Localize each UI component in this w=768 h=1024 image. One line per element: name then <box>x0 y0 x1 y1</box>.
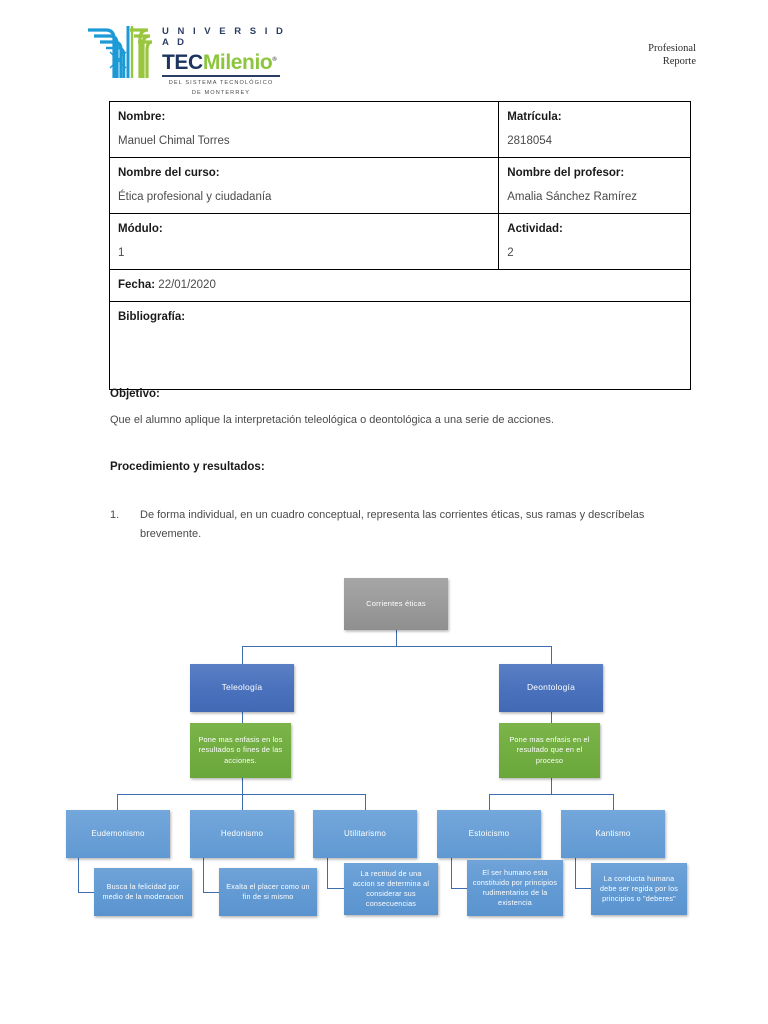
cell-nombre: Nombre: Manuel Chimal Torres <box>108 101 500 158</box>
cell-matricula: Matrícula: 2818054 <box>498 101 691 158</box>
objetivo-title: Objetivo: <box>110 388 160 400</box>
node-desc-teleologia[interactable]: Pone mas enfasis en los resultados o fin… <box>190 723 291 778</box>
logo-tecmilenio-text: TECMilenio® <box>162 49 292 74</box>
value-curso: Ética profesional y ciudadanía <box>118 191 272 203</box>
connector-desc-1-h <box>78 892 94 893</box>
objetivo-section: Objetivo: Que el alumno aplique la inter… <box>110 388 690 429</box>
connector-left-green-down <box>242 778 243 794</box>
table-row-fecha: Fecha: 22/01/2020 <box>109 269 691 302</box>
student-info-table: Nombre: Manuel Chimal Torres Matrícula: … <box>108 101 691 390</box>
table-row-curso: Nombre del curso: Ética profesional y ci… <box>108 157 691 214</box>
node-desc-hedonismo[interactable]: Exalta el placer como un fin de si mismo <box>219 868 317 916</box>
table-row-nombre: Nombre: Manuel Chimal Torres Matrícula: … <box>108 101 691 158</box>
value-nombre: Manuel Chimal Torres <box>118 135 230 147</box>
logo-universidad-text: U N I V E R S I D A D <box>162 26 286 48</box>
connector-right-sub-bar <box>489 794 613 795</box>
logo-tec-part: TEC <box>162 51 203 74</box>
document-kind-line2: Reporte <box>662 56 696 67</box>
connector-right-green <box>551 701 552 723</box>
connector-sub-3-down <box>365 794 366 810</box>
logo-subtitle-line2: DE MONTERREY <box>191 89 251 96</box>
procedimiento-section: Procedimiento y resultados: <box>110 461 690 473</box>
connector-desc-2-v <box>203 850 204 892</box>
connector-left-green <box>242 701 243 723</box>
connector-sub-1-down <box>117 794 118 810</box>
connector-left-sub-bar <box>117 794 365 795</box>
connector-root-down <box>396 629 397 646</box>
node-kantismo[interactable]: Kantismo <box>561 810 665 858</box>
node-corrientes-eticas[interactable]: Corrientes éticas <box>344 578 448 630</box>
value-fecha: 22/01/2020 <box>158 279 216 291</box>
connector-desc-5-v <box>575 850 576 888</box>
node-estoicismo[interactable]: Estoicismo <box>437 810 541 858</box>
logo-milenio-part: Milenio <box>202 51 273 74</box>
cell-modulo: Módulo: 1 <box>108 213 500 270</box>
node-desc-utilitarismo[interactable]: La rectitud de una accion se determina a… <box>344 863 438 915</box>
connector-branch-bar <box>242 646 551 647</box>
node-desc-kantismo[interactable]: La conducta humana debe ser regida por l… <box>591 863 687 915</box>
cell-bibliografia: Bibliografía: <box>109 301 691 390</box>
table-row-modulo: Módulo: 1 Actividad: 2 <box>108 213 691 270</box>
logo-wordmark: U N I V E R S I D A D TECMilenio® DEL SI… <box>162 26 292 97</box>
logo-subtitle-line1: DEL SISTEMA TECNOLÓGICO <box>168 79 274 86</box>
connector-desc-2-h <box>203 892 219 893</box>
node-desc-eudemonismo[interactable]: Busca la felicidad por medio de la moder… <box>94 868 192 916</box>
label-bibliografia: Bibliografía: <box>118 311 186 323</box>
value-matricula: 2818054 <box>507 135 553 147</box>
label-nombre: Nombre: <box>118 111 166 123</box>
node-desc-deontologia[interactable]: Pone mas enfasis en el resultado que en … <box>499 723 600 778</box>
connector-desc-1-v <box>78 850 79 892</box>
label-modulo: Módulo: <box>118 223 163 235</box>
document-kind: Profesional Reporte <box>648 42 696 68</box>
node-utilitarismo[interactable]: Utilitarismo <box>313 810 417 858</box>
node-desc-estoicismo[interactable]: El ser humano esta constituido por princ… <box>467 860 563 916</box>
connector-desc-4-h <box>451 888 467 889</box>
connector-sub-4-down <box>489 794 490 810</box>
node-deontologia[interactable]: Deontología <box>499 664 603 712</box>
label-actividad: Actividad: <box>507 223 563 235</box>
label-fecha: Fecha: <box>118 279 156 291</box>
tecmilenio-logo: U N I V E R S I D A D TECMilenio® DEL SI… <box>86 22 286 96</box>
label-matricula: Matrícula: <box>507 111 562 123</box>
procedimiento-title: Procedimiento y resultados: <box>110 461 265 473</box>
connector-desc-5-h <box>575 888 591 889</box>
value-profesor: Amalia Sánchez Ramírez <box>507 191 638 203</box>
label-profesor: Nombre del profesor: <box>507 167 625 179</box>
cell-profesor: Nombre del profesor: Amalia Sánchez Ramí… <box>498 157 691 214</box>
node-teleologia[interactable]: Teleología <box>190 664 294 712</box>
objetivo-text: Que el alumno aplique la interpretación … <box>110 414 554 426</box>
label-curso: Nombre del curso: <box>118 167 220 179</box>
connector-desc-4-v <box>451 850 452 888</box>
cell-actividad: Actividad: 2 <box>498 213 691 270</box>
node-hedonismo[interactable]: Hedonismo <box>190 810 294 858</box>
node-eudemonismo[interactable]: Eudemonismo <box>66 810 170 858</box>
page-header: U N I V E R S I D A D TECMilenio® DEL SI… <box>0 14 768 96</box>
logo-divider <box>162 75 280 77</box>
connector-desc-3-v <box>327 850 328 888</box>
value-actividad: 2 <box>507 247 514 259</box>
connector-desc-3-h <box>327 888 344 889</box>
value-modulo: 1 <box>118 247 125 259</box>
registered-mark-icon: ® <box>272 57 277 63</box>
connector-sub-2-down <box>242 794 243 810</box>
list-item-text: De forma individual, en un cuadro concep… <box>140 509 645 540</box>
cell-curso: Nombre del curso: Ética profesional y ci… <box>108 157 500 214</box>
connector-branch-left-down <box>242 646 243 664</box>
connector-sub-5-down <box>613 794 614 810</box>
connector-right-green-down <box>551 778 552 794</box>
procedimiento-item-1: 1. De forma individual, en un cuadro con… <box>110 506 670 544</box>
connector-branch-right-down <box>551 646 552 664</box>
logo-mark-icon <box>86 22 158 89</box>
cell-fecha: Fecha: 22/01/2020 <box>109 269 691 302</box>
list-item-number: 1. <box>110 509 120 521</box>
table-row-bibliografia: Bibliografía: <box>109 301 691 390</box>
document-kind-line1: Profesional <box>648 43 696 54</box>
concept-map-diagram: Corrientes éticas Teleología Deontología… <box>0 560 768 960</box>
